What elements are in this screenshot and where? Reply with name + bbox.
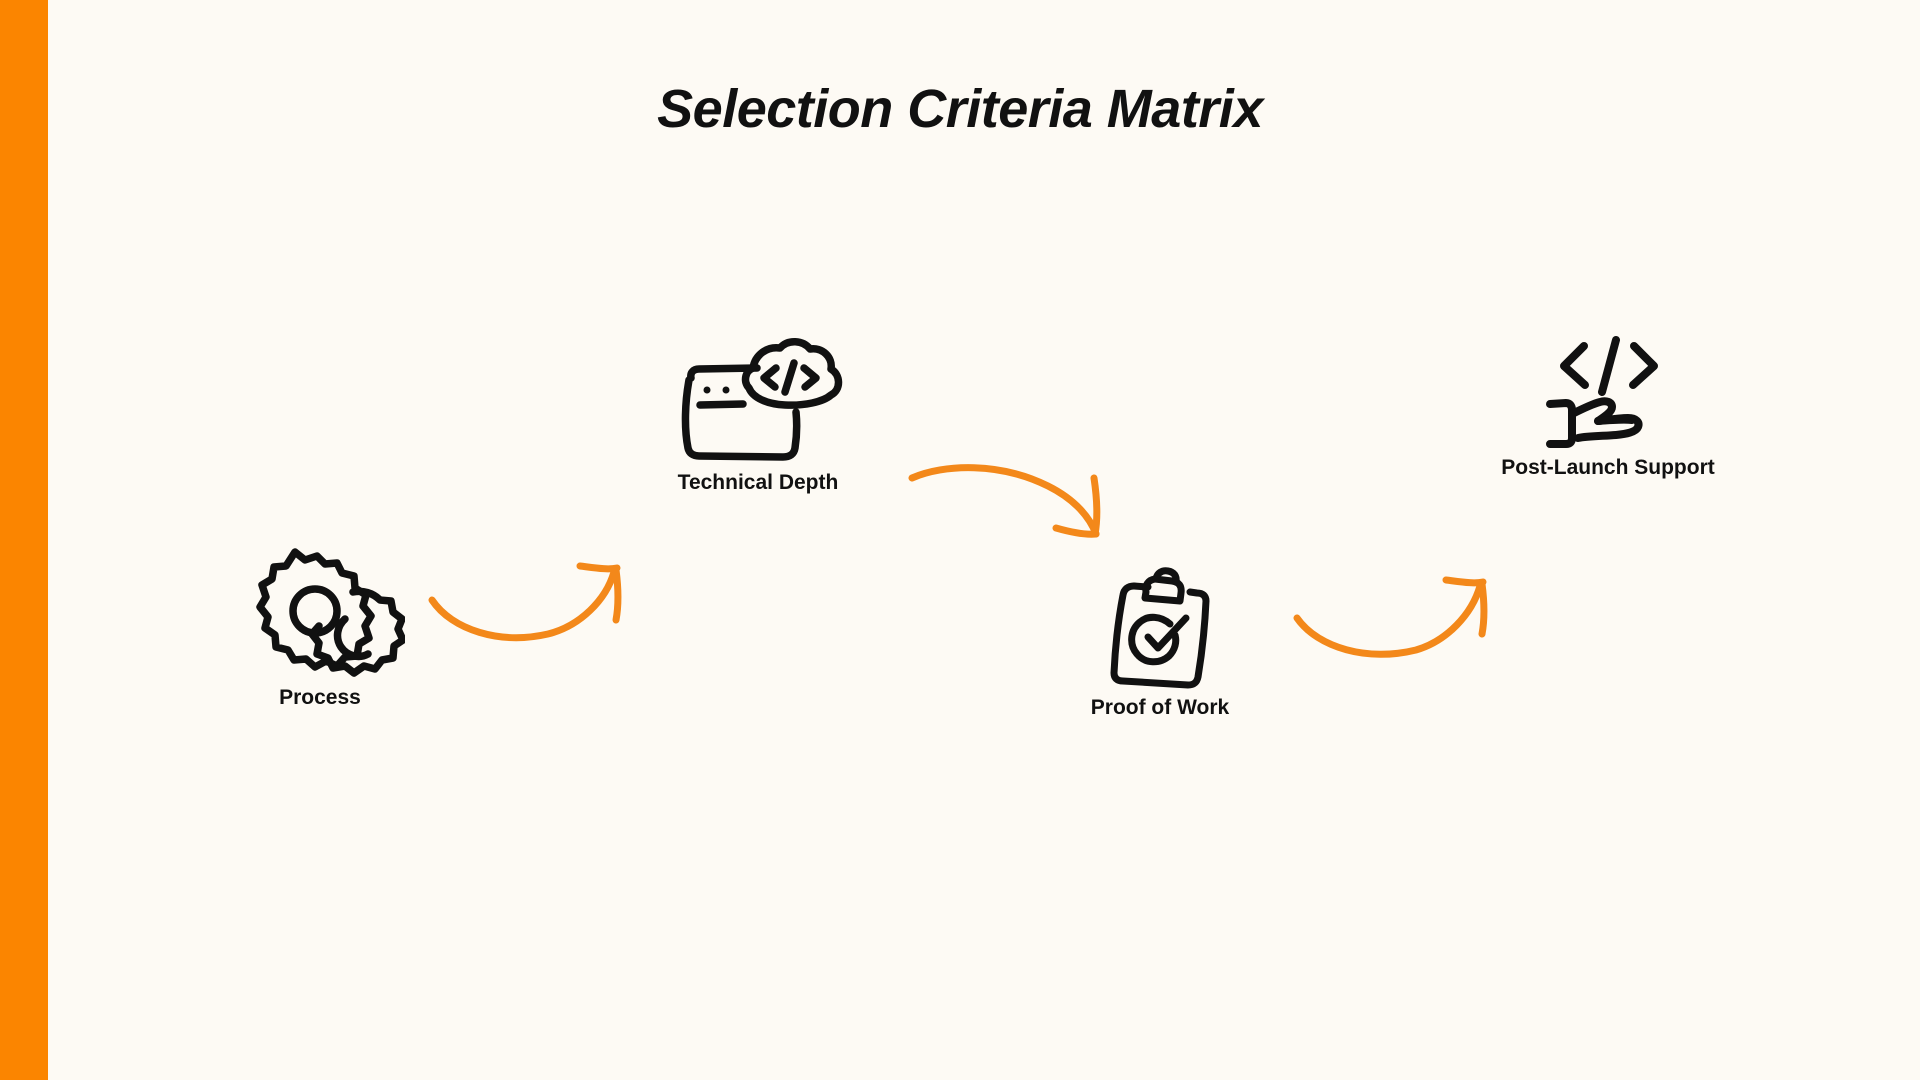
node-label-technical-depth: Technical Depth (677, 471, 839, 494)
hand-code-icon (1546, 336, 1658, 448)
node-technical-depth[interactable]: Technical Depth (598, 330, 918, 495)
node-proof-of-work[interactable]: Proof of Work (1000, 565, 1320, 720)
node-label-process: Process (279, 686, 361, 709)
node-post-launch-support[interactable]: Post-Launch Support (1448, 330, 1768, 480)
page-title: Selection Criteria Matrix (657, 79, 1263, 139)
node-label-post-launch-support: Post-Launch Support (1501, 456, 1715, 479)
clipboard-check-icon (1110, 567, 1209, 689)
node-process[interactable]: Process (160, 540, 480, 710)
cloud-code-window-icon (681, 338, 842, 461)
arrow-proof-of-work-to-post-launch-support (1293, 576, 1488, 658)
left-accent-bar (0, 0, 48, 1080)
gears-icon (256, 548, 405, 677)
node-label-proof-of-work: Proof of Work (1090, 696, 1230, 719)
arrow-technical-depth-to-proof-of-work (908, 464, 1101, 538)
